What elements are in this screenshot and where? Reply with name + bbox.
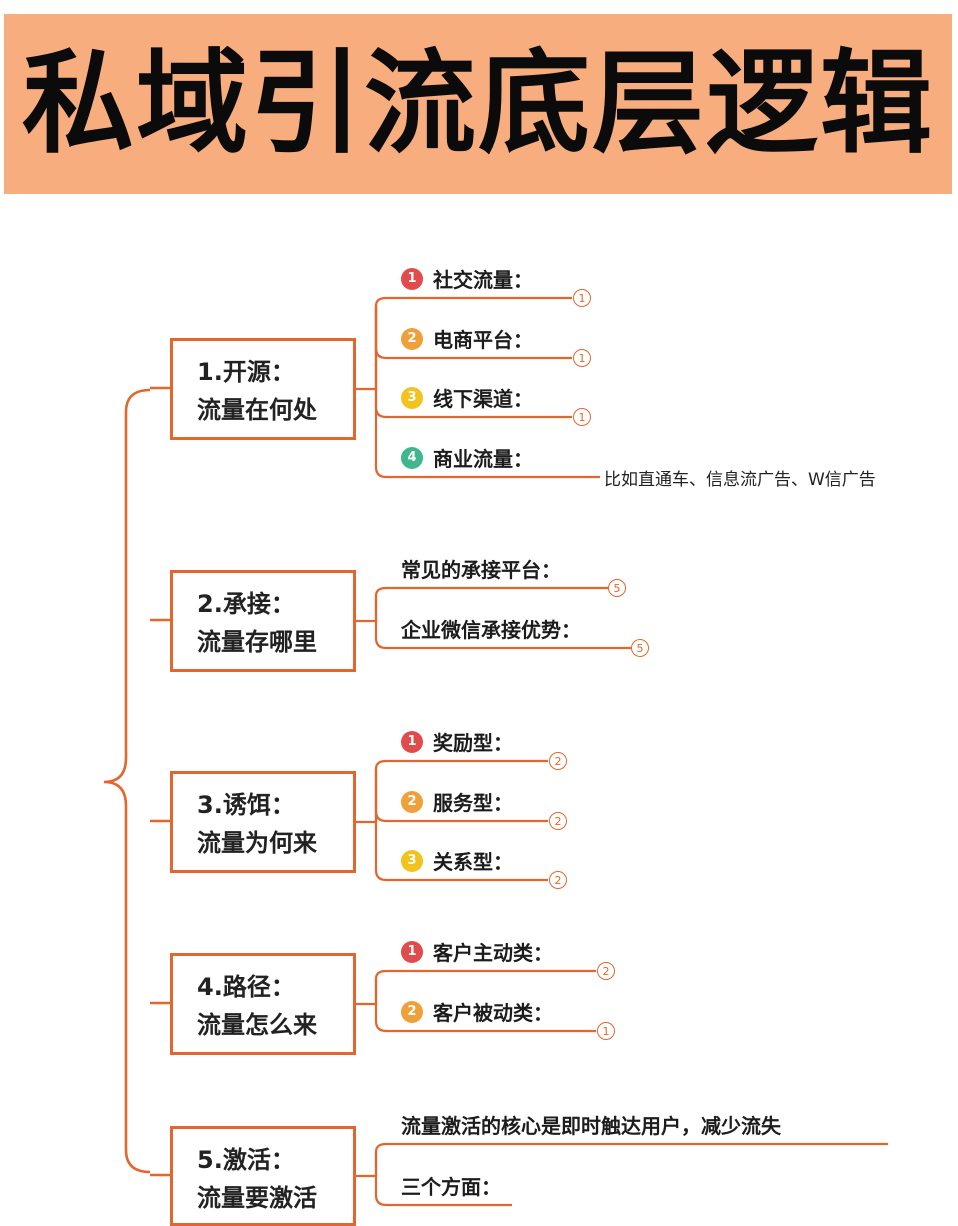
leaf-label: 服务型： (433, 791, 513, 815)
title-banner: 私域引流底层逻辑 (4, 14, 952, 194)
red-circle-number-icon: 1 (401, 730, 423, 753)
connector-line (103, 388, 151, 1174)
branch-title: 3.诱饵： (197, 791, 295, 819)
leaf-label: 流量激活的核心是即时触达用户，减少流失 (401, 1114, 781, 1138)
note-count-badge[interactable]: 5 (608, 579, 626, 597)
note-count-badge[interactable]: 2 (549, 871, 567, 889)
leaf-item: 1 客户主动类： (401, 937, 553, 966)
leaf-item: 2 服务型： (401, 787, 513, 816)
red-circle-number-icon: 1 (401, 267, 423, 290)
leaf-item: 2 客户被动类： (401, 997, 553, 1026)
note-text: 比如直通车、信息流广告、W信广告 (604, 470, 876, 490)
leaf-item: 2 电商平台： (401, 324, 533, 353)
leaf-label: 社交流量： (433, 268, 533, 292)
leaf-label: 奖励型： (433, 731, 513, 755)
orange-circle-number-icon: 2 (401, 790, 423, 813)
leaf-item: 3 关系型： (401, 846, 513, 875)
branch-title: 1.开源： (197, 358, 295, 386)
leaf-label: 企业微信承接优势： (401, 618, 581, 642)
branch-node-2: 2.承接： 流量存哪里 (170, 570, 356, 672)
branch-node-5: 5.激活： 流量要激活 (170, 1126, 356, 1226)
leaf-label: 客户被动类： (433, 1001, 553, 1025)
leaf-item: 流量激活的核心是即时触达用户，减少流失 (401, 1110, 781, 1139)
note-count-badge[interactable]: 5 (631, 639, 649, 657)
leaf-item: 4 商业流量： (401, 443, 533, 472)
leaf-label: 电商平台： (433, 328, 533, 352)
page-title: 私域引流底层逻辑 (22, 39, 934, 169)
leaf-label: 三个方面： (401, 1175, 501, 1199)
orange-circle-number-icon: 2 (401, 327, 423, 350)
branch-node-4: 4.路径： 流量怎么来 (170, 953, 356, 1055)
branch-title: 5.激活： (197, 1146, 295, 1174)
note-count-badge[interactable]: 1 (597, 1022, 615, 1040)
note-count-badge[interactable]: 2 (597, 962, 615, 980)
leaf-item: 1 奖励型： (401, 727, 513, 756)
note-count-badge[interactable]: 1 (573, 349, 591, 367)
yellow-circle-number-icon: 3 (401, 386, 423, 409)
leaf-item: 1 社交流量： (401, 264, 533, 293)
leaf-label: 商业流量： (433, 447, 533, 471)
leaf-item: 3 线下渠道： (401, 383, 533, 412)
branch-subtitle: 流量存哪里 (197, 628, 317, 656)
leaf-label: 客户主动类： (433, 941, 553, 965)
branch-title: 2.承接： (197, 590, 295, 618)
leaf-label: 线下渠道： (433, 387, 533, 411)
leaf-label: 关系型： (433, 850, 513, 874)
note-count-badge[interactable]: 2 (549, 812, 567, 830)
yellow-circle-number-icon: 3 (401, 849, 423, 872)
branch-title: 4.路径： (197, 973, 295, 1001)
note-count-badge[interactable]: 2 (549, 752, 567, 770)
leaf-label: 常见的承接平台： (401, 558, 561, 582)
leaf-item: 企业微信承接优势： (401, 614, 581, 643)
branch-node-1: 1.开源： 流量在何处 (170, 338, 356, 440)
red-circle-number-icon: 1 (401, 940, 423, 963)
note-count-badge[interactable]: 1 (573, 408, 591, 426)
branch-node-3: 3.诱饵： 流量为何来 (170, 771, 356, 873)
leaf-item: 三个方面： (401, 1171, 501, 1200)
leaf-item: 常见的承接平台： (401, 554, 561, 583)
green-circle-number-icon: 4 (401, 446, 423, 469)
branch-subtitle: 流量怎么来 (197, 1011, 317, 1039)
orange-circle-number-icon: 2 (401, 1000, 423, 1023)
note-count-badge[interactable]: 1 (573, 289, 591, 307)
branch-subtitle: 流量在何处 (197, 396, 317, 424)
branch-subtitle: 流量要激活 (197, 1184, 317, 1212)
branch-subtitle: 流量为何来 (197, 829, 317, 857)
